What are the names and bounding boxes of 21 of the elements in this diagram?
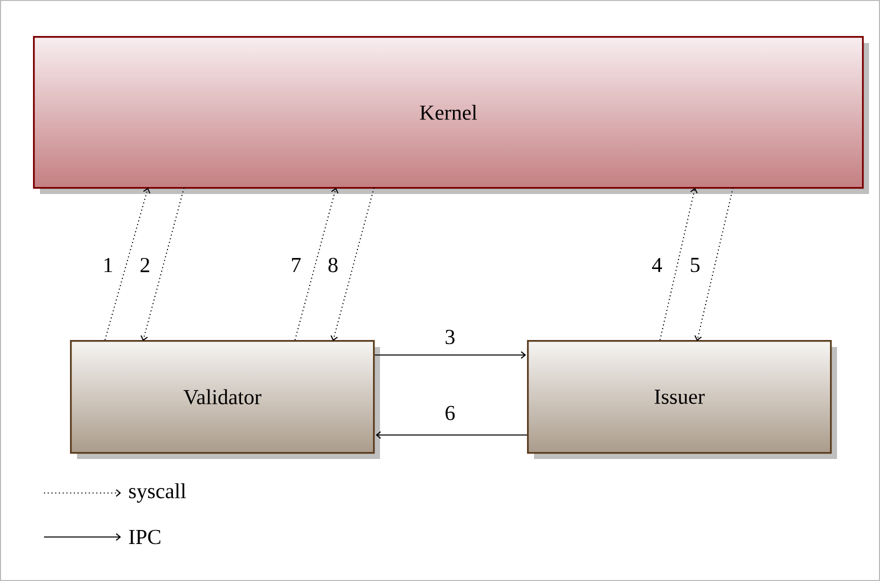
arrow xyxy=(374,351,526,359)
legend-label: IPC xyxy=(129,530,160,544)
arrow xyxy=(140,188,185,341)
process-box: Kernel xyxy=(33,36,870,194)
edge-label: 6 xyxy=(446,406,455,420)
edge-label: 8 xyxy=(328,258,338,272)
edge-label: 4 xyxy=(652,258,662,272)
process-box: Issuer xyxy=(527,340,838,459)
legend-label: syscall xyxy=(129,483,186,503)
arrow xyxy=(694,188,734,341)
arrow xyxy=(104,188,150,340)
arrow xyxy=(294,188,338,340)
edge-label: 7 xyxy=(292,258,301,272)
arrow xyxy=(376,431,527,439)
edge-label: 1 xyxy=(104,258,112,272)
edge-label: 3 xyxy=(446,330,454,344)
edge-label: 2 xyxy=(140,258,150,272)
arrow xyxy=(660,188,698,340)
process-box: Validator xyxy=(70,340,380,459)
edge-label: 5 xyxy=(690,258,700,272)
arrow xyxy=(330,188,375,341)
